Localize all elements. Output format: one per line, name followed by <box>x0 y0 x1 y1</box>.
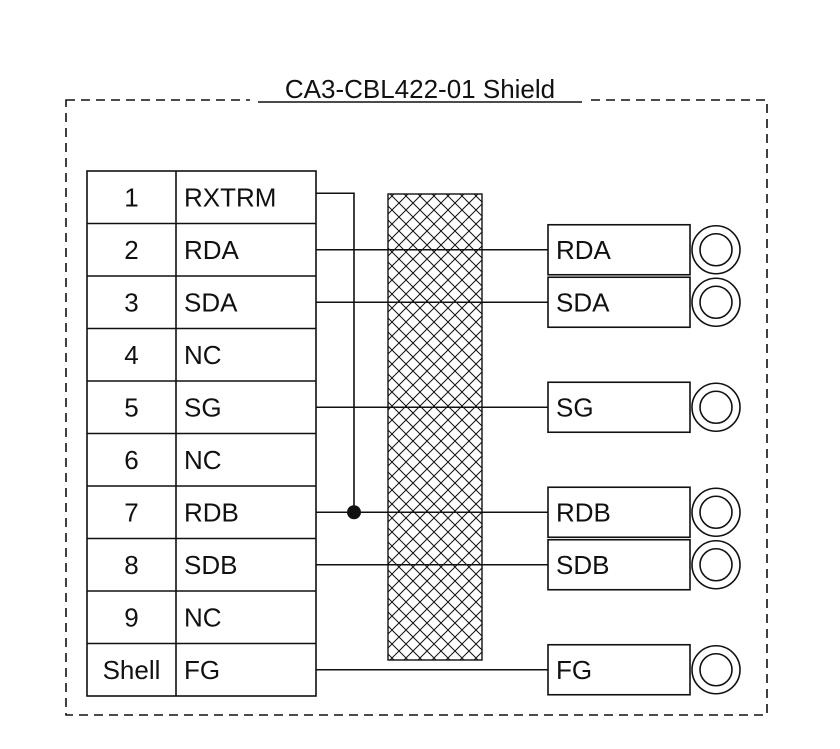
pin-number: 5 <box>124 392 138 422</box>
pin-signal: NC <box>184 445 222 475</box>
connector-ring-inner <box>699 285 733 320</box>
terminal-box <box>547 538 691 591</box>
pin-signal: SDB <box>184 550 237 580</box>
jumper-wire <box>316 192 355 513</box>
pin-signal: RXTRM <box>184 182 276 212</box>
terminal-label: SG <box>556 392 594 422</box>
pin-signal: NC <box>184 340 222 370</box>
connector-ring-inner <box>699 652 733 687</box>
terminal-label: SDA <box>556 287 610 317</box>
pin-number: 1 <box>124 182 138 212</box>
connector-ring-inner <box>699 390 733 425</box>
pin-number: Shell <box>103 655 161 685</box>
pin-number: 6 <box>124 445 138 475</box>
wire-group <box>316 192 548 671</box>
connector-ring-inner <box>699 495 733 530</box>
terminal-label: FG <box>556 655 592 685</box>
terminal-label: RDA <box>556 235 612 265</box>
junction-dot <box>347 505 361 520</box>
pin-number: 8 <box>124 550 138 580</box>
terminal-box <box>547 381 691 434</box>
pin-number: 2 <box>124 235 138 265</box>
terminal-box <box>547 643 691 696</box>
connector-ring-inner <box>699 232 733 267</box>
pin-signal: RDA <box>184 235 240 265</box>
connector-ring-inner <box>699 547 733 582</box>
pin-number: 9 <box>124 602 138 632</box>
pin-signal: NC <box>184 602 222 632</box>
terminal-label: RDB <box>556 497 611 527</box>
terminal-group: RDA SDA SG RDB SDB FG <box>547 223 741 696</box>
shield-braid <box>387 193 483 661</box>
terminal-box <box>547 276 691 329</box>
pin-signal: SDA <box>184 287 238 317</box>
terminal-box <box>547 223 691 276</box>
pin-number: 3 <box>124 287 138 317</box>
pin-signal: RDB <box>184 497 239 527</box>
terminal-box <box>547 486 691 539</box>
diagram-title: CA3-CBL422-01 Shield <box>285 74 555 104</box>
pin-number: 7 <box>124 497 138 527</box>
terminal-label: SDB <box>556 550 609 580</box>
pin-number: 4 <box>124 340 138 370</box>
pin-signal: FG <box>184 655 220 685</box>
pin-signal: SG <box>184 392 222 422</box>
